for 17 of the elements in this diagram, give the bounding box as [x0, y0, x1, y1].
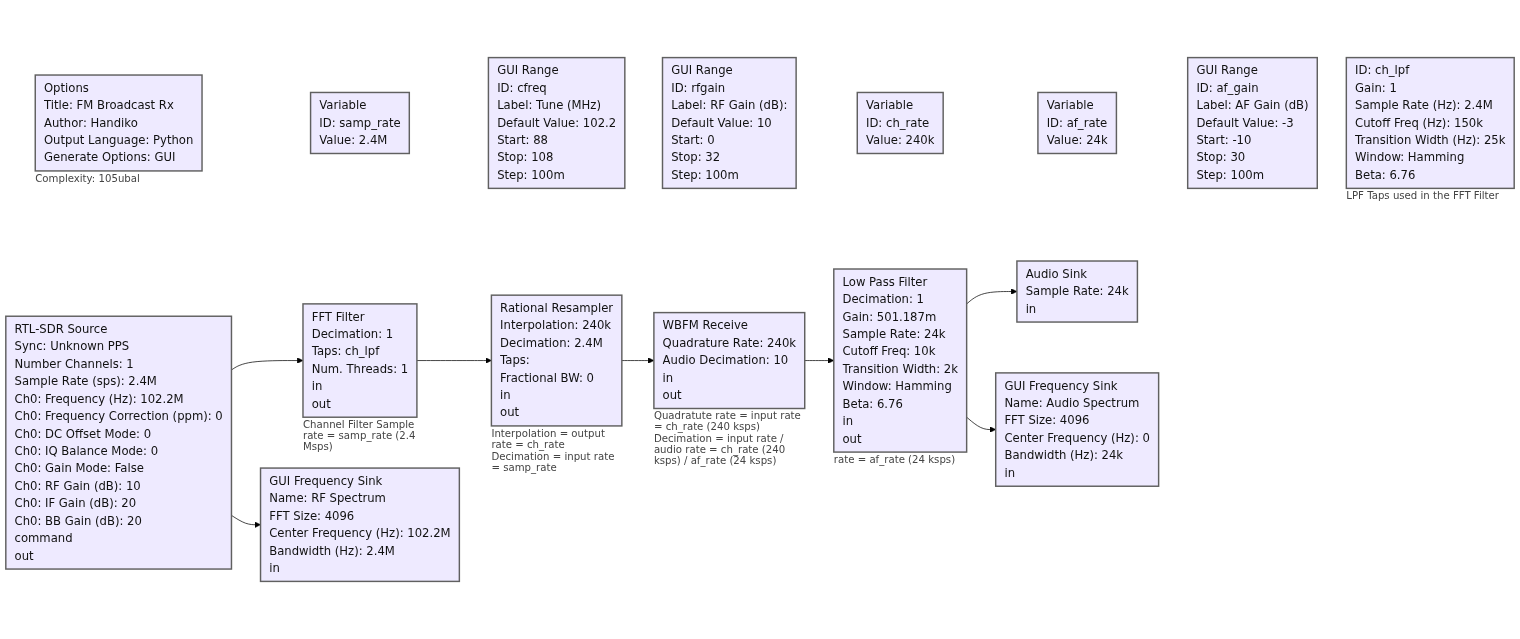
- node-box: GUI Range ID: cfreq Label: Tune (MHz) Default Value: 102.2 Start: 88 Stop: 108 Step: 100m: [487, 56, 626, 190]
- note-text: Channel Filter Sample rate = samp_rate (2.4 Msps): [302, 419, 417, 453]
- node-box: GUI Range ID: af_gain Label: AF Gain (dB) Default Value: -3 Start: -10 Stop: 30 Step: 100m: [1186, 56, 1318, 190]
- node-box: GUI Range ID: rfgain Label: RF Gain (dB): Default Value: 10 Start: 0 Stop: 32 Step: 100m: [661, 56, 797, 190]
- node-box: WBFM Receive Quadrature Rate: 240k Audio Decimation: 10 in out: [653, 311, 806, 410]
- node-box: Variable ID: ch_rate Value: 240k: [856, 91, 944, 155]
- node-box: Rational Resampler Interpolation: 240k Decimation: 2.4M Taps: Fractional BW: 0 in out: [490, 294, 623, 427]
- node-box: Options Title: FM Broadcast Rx Author: Handiko Output Language: Python Generate Options: GUI: [34, 74, 203, 172]
- node-box: Audio Sink Sample Rate: 24k in: [1016, 260, 1139, 323]
- node-box: Low Pass Filter Decimation: 1 Gain: 501.187m Sample Rate: 24k Cutoff Freq: 10k Transition Width: 2k Window: Hamming Beta: 6.76 in out: [833, 268, 968, 453]
- node-box: GUI Frequency Sink Name: RF Spectrum FFT Size: 4096 Center Frequency (Hz): 102.2M Bandwidth (Hz): 2.4M in: [259, 467, 461, 583]
- node-box: Variable ID: samp_rate Value: 2.4M: [309, 91, 411, 155]
- node-box: RTL-SDR Source Sync: Unknown PPS Number Channels: 1 Sample Rate (sps): 2.4M Ch0: Frequency (Hz): 102.2M Ch0: Frequency Correction (ppm): 0 Ch0: DC Offset Mode: 0 Ch0: IQ Balance Mode: 0 Ch0: Gain Mode: False Ch0: RF Gain (dB): 10 Ch0: IF Gain (dB): 20 Ch0: BB Gain (dB): 20 command out: [5, 315, 233, 570]
- node-box: GUI Frequency Sink Name: Audio Spectrum FFT Size: 4096 Center Frequency (Hz): 0 Bandwidth (Hz): 24k in: [995, 372, 1160, 487]
- node-box: Variable ID: af_rate Value: 24k: [1037, 91, 1118, 155]
- node-box: FFT Filter Decimation: 1 Taps: ch_lpf Num. Threads: 1 in out: [302, 303, 418, 418]
- node-box: ID: ch_lpf Gain: 1 Sample Rate (Hz): 2.4M Cutoff Freq (Hz): 150k Transition Width (Hz): 25k Window: Hamming Beta: 6.76: [1345, 56, 1515, 190]
